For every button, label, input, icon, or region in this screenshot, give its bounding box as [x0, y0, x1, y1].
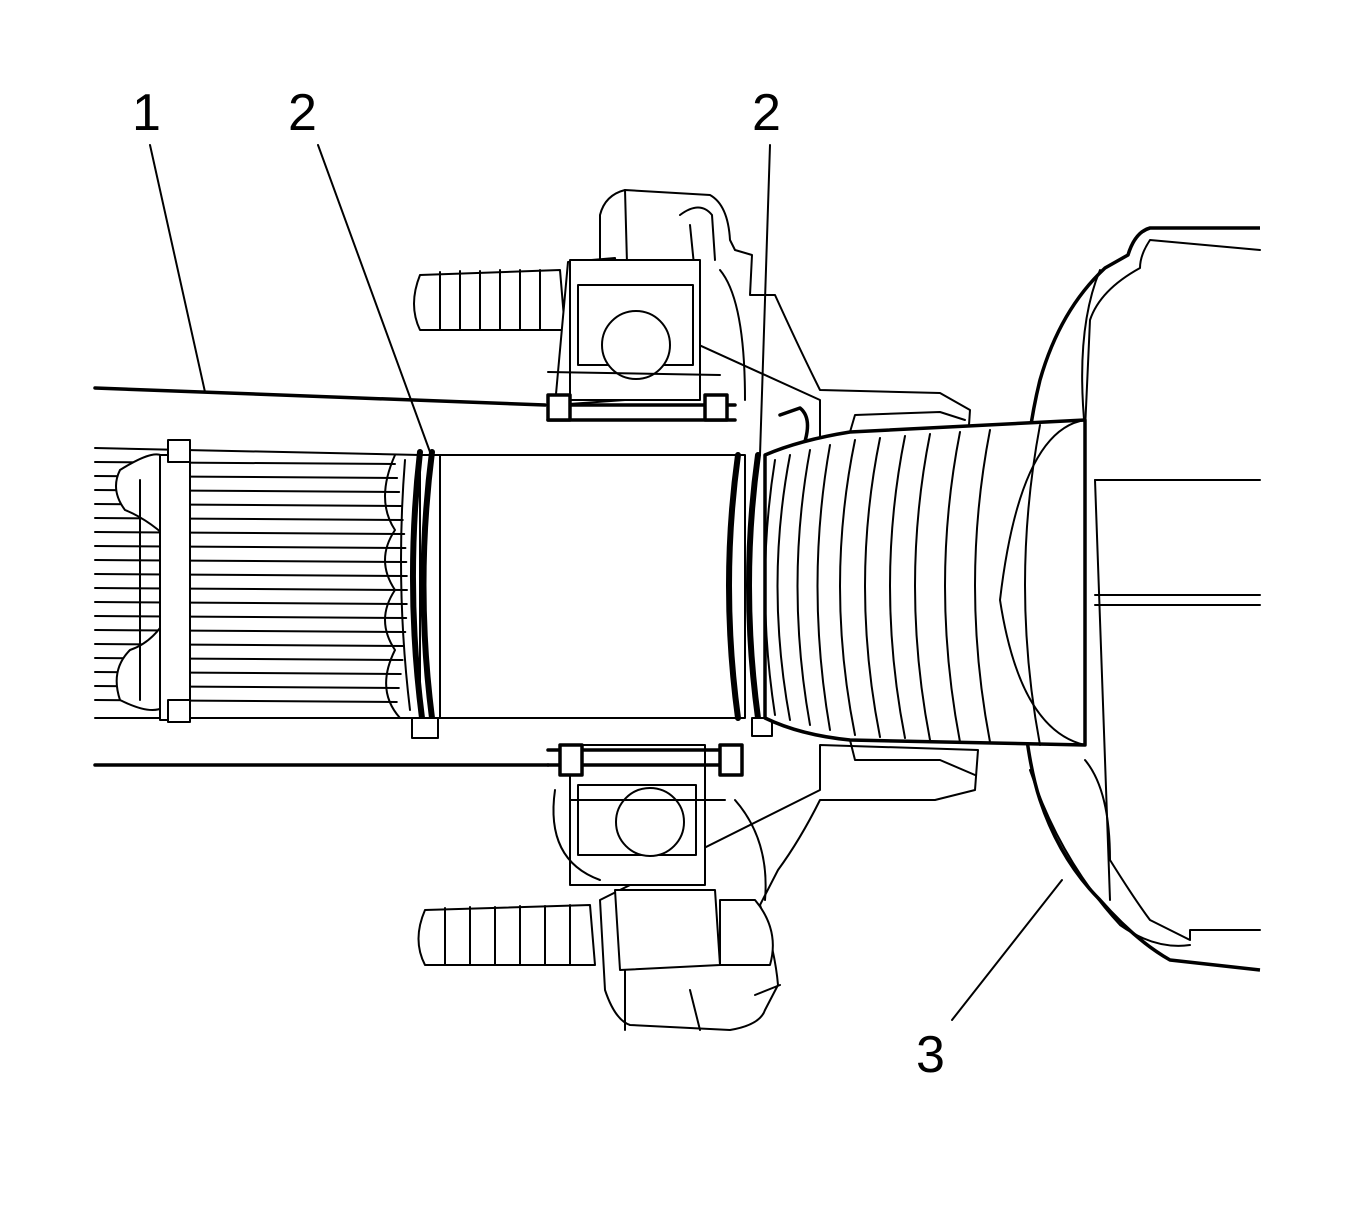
- shaft-journal: [419, 454, 746, 719]
- callout-3: 3: [916, 1026, 945, 1084]
- leader-lines: [149, 144, 1063, 1021]
- upper-bearing-ball: [601, 310, 671, 380]
- spline-tooth: [94, 573, 408, 577]
- spline-edge: [384, 454, 401, 719]
- callout-2-left: 2: [288, 84, 317, 142]
- lower-bearing-ball: [615, 787, 685, 857]
- leader-3: [951, 879, 1063, 1021]
- spline-tooth: [94, 615, 408, 619]
- lower-wheel-bearing: [546, 743, 767, 901]
- spline-tooth: [94, 587, 408, 591]
- leader-1: [149, 144, 206, 393]
- callout-2-right: 2: [752, 84, 781, 142]
- spline-retainer-clip: [115, 439, 191, 723]
- callout-1: 1: [132, 84, 161, 142]
- spline-tooth: [94, 545, 407, 549]
- cv-boot: [763, 411, 1087, 776]
- spline-tooth: [94, 601, 408, 605]
- inner-seal: [400, 449, 439, 739]
- spline-tooth: [94, 559, 408, 563]
- leader-2-right: [759, 144, 771, 456]
- spline-tooth: [94, 531, 406, 535]
- axle-shaft: [93, 386, 550, 767]
- leader-2-left: [317, 144, 431, 453]
- spline-tooth: [94, 629, 407, 633]
- upper-wheel-bearing: [546, 259, 746, 422]
- lower-wheel-stud: [417, 889, 774, 971]
